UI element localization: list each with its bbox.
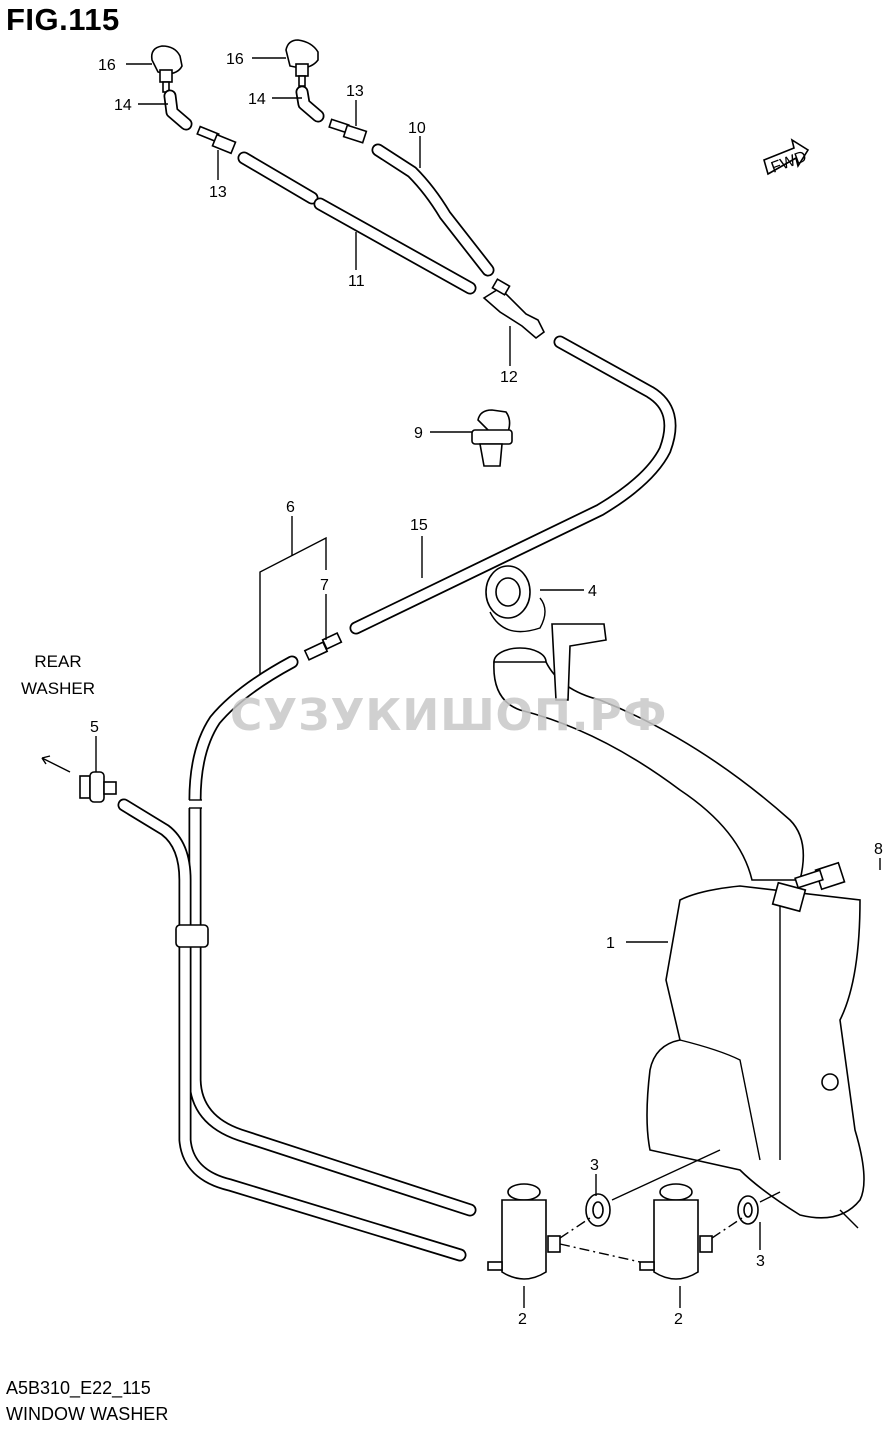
rear-washer-label: REAR WASHER (0, 648, 116, 702)
rear-washer-label-line1: REAR (34, 652, 82, 671)
washer-nozzle-right (285, 39, 319, 87)
hose-elbow-left (163, 89, 193, 131)
washer-pump-right (639, 1183, 713, 1280)
callout-5: 5 (90, 719, 99, 736)
figure-title: FIG.115 (6, 2, 120, 37)
tank-cap (485, 565, 546, 633)
callout-6: 6 (286, 499, 295, 516)
callout-8: 8 (874, 841, 883, 858)
callout-16a: 16 (98, 57, 116, 74)
hose-joint-7 (303, 632, 343, 661)
callout-13b: 13 (346, 83, 364, 100)
forward-direction-arrow: FWD (763, 138, 810, 177)
y-joint (482, 278, 546, 340)
hose-group (117, 143, 677, 1262)
callout-15: 15 (410, 517, 428, 534)
callout-13a: 13 (209, 184, 227, 201)
washer-nozzle-left (150, 45, 183, 93)
diagram-code: A5B310_E22_115 (6, 1378, 151, 1398)
mounting-bolt (794, 861, 846, 891)
callout-2a: 2 (518, 1311, 527, 1328)
washer-pump-left (487, 1183, 561, 1280)
callout-14a: 14 (114, 97, 132, 114)
callout-3b: 3 (756, 1253, 765, 1270)
watermark: СУЗУКИШОП.РФ (230, 690, 668, 741)
callout-16b: 16 (226, 51, 244, 68)
callout-9: 9 (414, 425, 423, 442)
callout-10: 10 (408, 120, 426, 137)
washer-tank (493, 623, 865, 1229)
callout-numbers: 16 16 14 14 13 13 10 11 12 9 6 7 15 4 5 … (90, 51, 883, 1328)
leader-lines (95, 57, 881, 1308)
hose-joint-left (196, 125, 237, 155)
callout-2b: 2 (674, 1311, 683, 1328)
callout-1: 1 (606, 935, 615, 952)
hose-clip (471, 409, 513, 467)
callout-14b: 14 (248, 91, 266, 108)
hose-joint-right (328, 118, 368, 144)
callout-7: 7 (320, 577, 329, 594)
diagram-name: WINDOW WASHER (6, 1404, 169, 1424)
rear-washer-label-line2: WASHER (21, 679, 95, 698)
rear-washer-nozzle (41, 755, 117, 803)
callout-11: 11 (348, 273, 365, 290)
callout-4: 4 (588, 583, 597, 600)
callout-3a: 3 (590, 1157, 599, 1174)
hose-elbow-right (295, 85, 325, 123)
callout-12: 12 (500, 369, 518, 386)
fwd-text: FWD (769, 148, 809, 176)
